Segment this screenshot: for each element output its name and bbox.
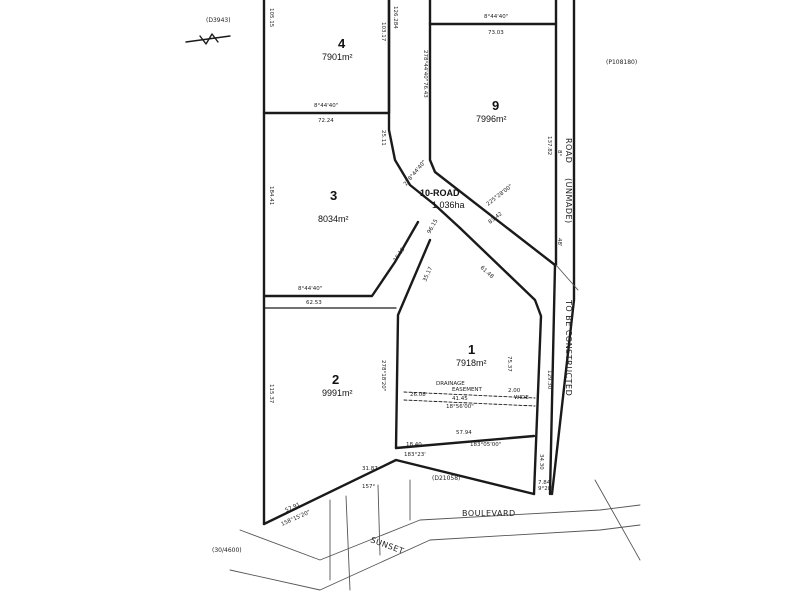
lot-1-area: 7918m² [456,358,487,368]
dim-v4: 115.37 [268,384,274,404]
lot-2-area: 9991m² [322,388,353,398]
dim-b1d: 73.03 [488,30,504,36]
lot-1-east [458,226,543,496]
dim-d3: 35.17 [422,266,434,283]
street-boulevard: BOULEVARD [462,509,516,518]
dim-v10: 76.43 [422,82,428,98]
lot-9-area: 7996m² [476,114,507,124]
easement-label: EASEMENT [452,387,483,393]
lot-3-area: 8034m² [318,214,349,224]
dim-e3: 26.08 [410,392,426,398]
dim-v9: 7.84 [538,480,551,486]
easement-drainage: DRAINAGE [436,381,465,387]
road-east-edge [550,0,576,496]
ref-top-right: (P108180) [606,59,637,66]
lot-2-number: 2 [332,372,339,387]
dim-s1: 31.87 [362,466,378,472]
dim-b4b: 183°05'00" [470,442,501,448]
lot-3-number: 3 [330,188,337,203]
dim-d2: 61.48 [479,265,495,280]
dim-v5: 25.11 [380,130,386,146]
lot-9-number: 9 [492,98,499,113]
dim-d4: 16.15 [393,246,407,263]
dim-top-chain: 126.284 [392,6,398,29]
dim-b2: 8°44'40" [314,103,338,109]
ref-bottom-left: (30/4600) [212,547,242,554]
street-sunset: SUNSET [369,535,405,555]
dim-e1: 41.45 [452,396,468,402]
south-boundary [262,458,536,526]
dim-b6b: 158°15'20" [280,510,311,528]
lot-4-number: 4 [338,36,346,51]
dim-a1: 278°44'40" [422,50,428,81]
dim-r1: 8° [556,150,562,156]
dim-a4: 225°28'00" [486,184,514,208]
dim-v6: 137.82 [546,136,552,155]
ref-top-left: (D3943) [206,17,231,24]
lot-boundaries [262,0,576,526]
lot-3-boundary [262,220,420,298]
lot-1-number: 1 [468,342,475,357]
easement-width: 2.00 [508,388,521,394]
lot-9-lower-east [548,263,557,496]
dim-v2: 103.17 [380,22,386,42]
dim-s2: 157° [362,484,375,490]
dim-v7: 129.30 [546,370,552,390]
lot-1-bottom [394,434,536,450]
dim-r2: 48' [556,238,562,247]
dim-b4: 57.94 [456,430,472,436]
dim-v8: 34.30 [538,454,544,470]
dim-d5: 96.15 [427,218,440,235]
drainage-easement [403,391,536,407]
dim-a2: 278°44'40" [403,159,428,187]
dim-b5: 18.40 [406,442,422,448]
lot-9-boundary [428,0,557,267]
dim-a3: 278°18'20" [380,360,386,391]
dim-b5b: 183°23' [404,452,426,458]
sunset-boulevard-outline [229,264,641,591]
road-west-edge [387,0,462,230]
road-label: ROAD [564,138,573,163]
dim-v11: 75.37 [506,356,512,372]
lot-10-area: 1.036ha [432,200,465,210]
lot-10-number: 10-ROAD [420,188,460,198]
dim-b2d: 72.24 [318,118,334,124]
tbc-label: TO BE CONSTRUCTED [564,299,573,396]
unmade-label: (UNMADE) [564,178,573,224]
dim-v3: 184.41 [268,186,274,205]
dim-b6: 57.91 [284,502,301,514]
ref-bottom-mid: (D21058) [432,475,460,482]
dim-b3d: 62.53 [306,300,322,306]
dim-b1: 8°44'40" [484,14,508,20]
north-arrow-icon [185,33,231,45]
dim-e2: 18°56'00" [446,404,474,410]
lot-4-area: 7901m² [322,52,353,62]
dim-v1: 105.15 [268,8,274,28]
easement-wide: WIDE [514,395,529,401]
lot-1-boundary [394,238,432,450]
dim-s3: 9°28' [538,486,553,492]
dim-b3: 8°44'40" [298,286,322,292]
